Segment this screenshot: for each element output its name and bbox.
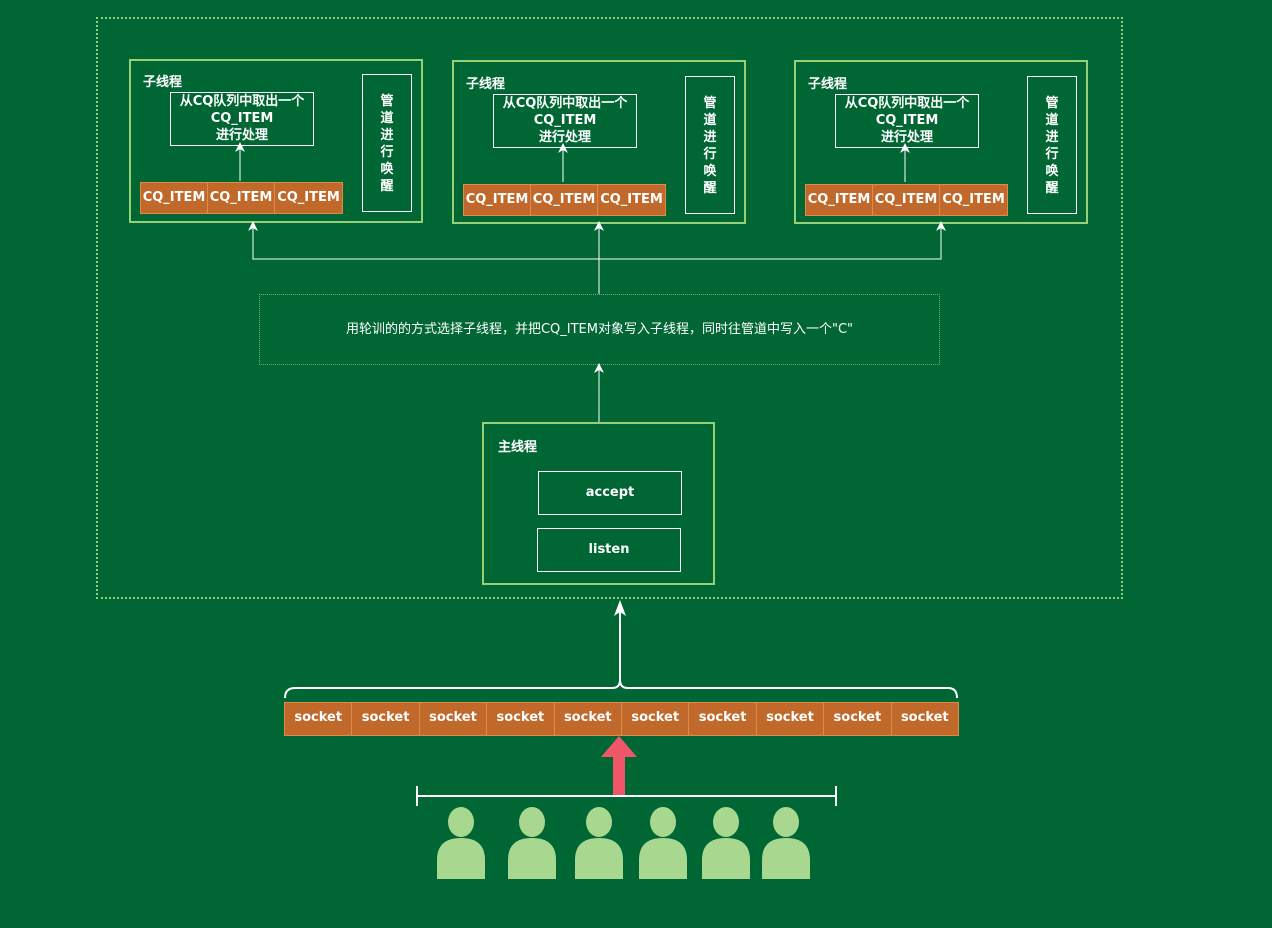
take-line-3: 进行处理: [880, 130, 933, 145]
take-line-3: 进行处理: [215, 128, 268, 143]
socket-cell: socket: [284, 702, 353, 736]
pipe-char: 醒: [380, 179, 394, 194]
user-icon: [437, 807, 485, 879]
user-icon: [639, 807, 687, 879]
socket-cell: socket: [486, 702, 555, 736]
take-line-1: 从CQ队列中取出一个: [502, 96, 628, 111]
red-arrow-shaft: [613, 754, 625, 796]
listen-box: listen: [537, 528, 681, 572]
user-icon: [575, 807, 623, 879]
pipe-char: 醒: [703, 181, 717, 196]
pipe-char: 行: [380, 145, 394, 160]
take-line-2: CQ_ITEM: [875, 113, 939, 128]
cq-item: CQ_ITEM: [140, 182, 208, 214]
socket-cell: socket: [755, 702, 825, 736]
socket-cell: socket: [621, 702, 690, 736]
pipe-char: 行: [703, 147, 717, 162]
take-line-1: 从CQ队列中取出一个: [844, 96, 970, 111]
pipe-char: 行: [1045, 147, 1059, 162]
pipe-char: 唤: [380, 162, 394, 177]
cq-item: CQ_ITEM: [939, 184, 1008, 216]
pipe-wakeup-box: 管 道 进 行 唤 醒: [362, 74, 412, 212]
child-thread-label: 子线程: [466, 77, 506, 92]
socket-cell: socket: [688, 702, 757, 736]
cq-item: CQ_ITEM: [274, 182, 343, 214]
users-group: [437, 807, 810, 879]
cq-item: CQ_ITEM: [872, 184, 940, 216]
socket-brace: [284, 679, 958, 699]
socket-cell: socket: [418, 702, 488, 736]
socket-cell: socket: [553, 702, 622, 736]
sockets-to-main-arrowhead: [614, 600, 626, 616]
dispatch-to-thread-3-arrow: [599, 221, 946, 260]
main-thread: 主线程 accept listen: [482, 422, 715, 585]
pipe-wakeup-box: 管 道 进 行 唤 醒: [685, 76, 735, 214]
socket-cell: socket: [823, 702, 892, 736]
process-boundary: [96, 17, 1123, 599]
child-thread-3: 子线程 从CQ队列中取出一个 CQ_ITEM 进行处理 管 道 进 行 唤 醒 …: [794, 60, 1088, 224]
pipe-char: 管: [380, 94, 394, 109]
pipe-char: 唤: [703, 164, 717, 179]
take-line-2: CQ_ITEM: [533, 113, 597, 128]
pipe-char: 进: [380, 128, 394, 143]
take-from-queue-box: 从CQ队列中取出一个 CQ_ITEM 进行处理: [493, 94, 637, 148]
pipe-char: 管: [703, 96, 717, 111]
user-icon: [762, 807, 810, 879]
take-line-2: CQ_ITEM: [210, 111, 274, 126]
socket-cell: socket: [351, 702, 420, 736]
user-icon: [702, 807, 750, 879]
pipe-char: 进: [703, 130, 717, 145]
socket-cell: socket: [890, 702, 959, 736]
pipe-wakeup-box: 管 道 进 行 唤 醒: [1027, 76, 1077, 214]
pipe-char: 管: [1045, 96, 1059, 111]
child-thread-label: 子线程: [808, 77, 848, 92]
red-arrow-head: [601, 736, 637, 757]
pipe-char: 醒: [1045, 181, 1059, 196]
take-from-queue-box: 从CQ队列中取出一个 CQ_ITEM 进行处理: [835, 94, 979, 148]
user-icon: [508, 807, 556, 879]
pipe-char: 唤: [1045, 164, 1059, 179]
cq-item: CQ_ITEM: [597, 184, 666, 216]
pipe-char: 进: [1045, 130, 1059, 145]
pipe-char: 道: [703, 113, 717, 128]
pipe-char: 道: [380, 111, 394, 126]
take-line-3: 进行处理: [538, 130, 591, 145]
main-thread-label: 主线程: [498, 440, 538, 455]
pipe-char: 道: [1045, 113, 1059, 128]
accept-box: accept: [538, 471, 682, 515]
take-line-1: 从CQ队列中取出一个: [179, 94, 305, 109]
cq-item: CQ_ITEM: [207, 182, 275, 214]
dispatch-to-thread-1-arrow: [248, 221, 599, 260]
child-thread-label: 子线程: [143, 75, 183, 90]
